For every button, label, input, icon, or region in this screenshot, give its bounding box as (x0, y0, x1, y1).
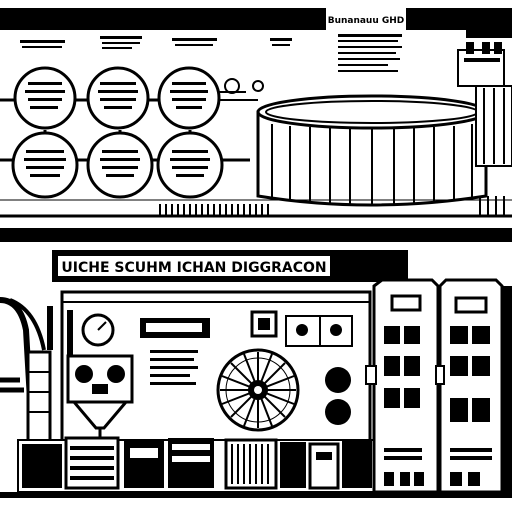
right-cabinets (365, 278, 512, 494)
bottom-panel: UICHE SCUHM ICHAN DIGGRACON (0, 250, 512, 498)
top-badge (326, 8, 406, 30)
top-border-bar (0, 8, 512, 30)
left-pipes (0, 297, 73, 444)
bottom-header-label-bg (58, 256, 330, 276)
circle-module-row-1-text (25, 82, 208, 109)
bottom-header-text: UICHE SCUHM ICHAN DIGGRACON (61, 260, 326, 276)
top-text-blocks (20, 34, 402, 72)
turbine-fan (216, 348, 300, 432)
right-columns (457, 30, 512, 167)
panel-divider (0, 228, 512, 242)
machine-unit-left (66, 354, 134, 440)
top-panel: Bunanauu GHD (0, 8, 512, 218)
circle-module-row-2 (0, 130, 250, 199)
top-badge-text: Bunanauu GHD (328, 16, 405, 26)
cylindrical-tank (256, 94, 488, 207)
top-base-fence (0, 196, 512, 218)
circle-module-row-2-text (24, 150, 210, 177)
circle-module-row-1 (0, 66, 264, 130)
pressure-gauge (81, 313, 115, 347)
bottom-machinery-strip (0, 436, 512, 498)
control-widgets (140, 310, 353, 425)
